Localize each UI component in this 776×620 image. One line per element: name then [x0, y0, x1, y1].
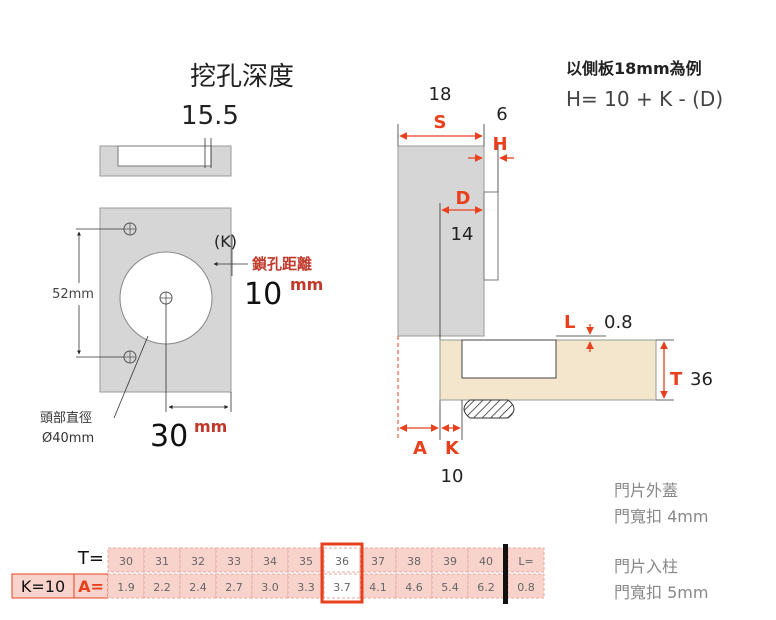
table-a-value: 2.2	[153, 581, 171, 594]
table-t-value: 32	[191, 555, 205, 568]
s-letter: S	[434, 112, 447, 133]
table-t-value: 38	[407, 555, 421, 568]
dimension-table: T= K=10 A= 30 1.9 31 2.2 32 2.4 33 2.7 34 3.0 35 3.…	[11, 542, 545, 604]
table-t-value: 34	[263, 555, 277, 568]
table-t-value: 39	[443, 555, 457, 568]
cup-side-section	[99, 138, 232, 177]
table-a-label: A=	[78, 577, 104, 596]
head-diameter-label: 頭部直徑	[40, 411, 92, 426]
table-a-value: 4.6	[405, 581, 423, 594]
h-value: 6	[496, 104, 507, 125]
table-l-label: L=	[518, 555, 533, 568]
head-diameter-value: Ø40mm	[42, 431, 94, 446]
table-a-cell	[467, 573, 505, 599]
hole-spacing-dimension	[76, 228, 124, 358]
table-t-cell	[215, 547, 253, 573]
drill-depth-value: 15.5	[181, 101, 239, 131]
table-t-value: 33	[227, 555, 241, 568]
table-separator	[503, 544, 508, 604]
table-a-value: 3.0	[261, 581, 279, 594]
cup-top-view	[99, 207, 232, 393]
mounting-plate	[483, 191, 499, 281]
table-t-cell	[359, 547, 397, 573]
table-t-value: 31	[155, 555, 169, 568]
table-t-label: T=	[77, 548, 104, 569]
table-l-value: 0.8	[517, 581, 535, 594]
table-k-label: K=10	[21, 577, 65, 596]
table-t-cell	[323, 547, 361, 573]
table-t-value: 36	[335, 555, 349, 568]
table-a-cell	[287, 573, 325, 599]
table-t-value: 40	[479, 555, 493, 568]
table-highlight-box	[320, 542, 364, 604]
keyhole-distance-value: 10	[244, 277, 282, 312]
table-a-value: 1.9	[117, 581, 135, 594]
table-t-cell	[467, 547, 505, 573]
table-a-cell	[323, 573, 361, 599]
table-a-value: 2.4	[189, 581, 207, 594]
side-panel	[397, 145, 485, 337]
table-t-cell	[251, 547, 289, 573]
inset-sub: 門寬扣 5mm	[614, 583, 708, 602]
example-note: 以側板18mm為例	[566, 59, 702, 78]
k-value: 10	[441, 466, 464, 487]
table-a-value: 6.2	[477, 581, 495, 594]
table-cells: 30 1.9 31 2.2 32 2.4 33 2.7 34 3.0 35 3.3 36 3.7 37 4.1…	[107, 542, 505, 604]
cup-width-value: 30	[150, 419, 188, 454]
s-value: 18	[429, 84, 452, 105]
table-a-cell	[179, 573, 217, 599]
table-k-box	[11, 573, 75, 599]
keyhole-distance-unit: mm	[290, 275, 323, 294]
k-label: (K)	[214, 232, 237, 251]
table-a-cell	[251, 573, 289, 599]
d-value: 14	[451, 224, 474, 245]
overlay-title: 門片外蓋	[614, 481, 678, 500]
table-a-value: 3.3	[297, 581, 315, 594]
table-a-cell	[431, 573, 469, 599]
table-t-cell	[143, 547, 181, 573]
hinge-cup-hatch	[463, 399, 515, 419]
keyhole-distance-label: 鎖孔距離	[252, 255, 312, 273]
table-a-value: 2.7	[225, 581, 243, 594]
a-letter: A	[413, 438, 427, 459]
door-cup-pocket	[461, 339, 557, 379]
overlay-sub: 門寬扣 4mm	[614, 507, 708, 526]
table-t-value: 35	[299, 555, 313, 568]
t-letter: T	[670, 369, 683, 390]
table-a-value: 3.7	[333, 581, 351, 594]
drill-depth-label: 挖孔深度	[190, 62, 294, 92]
k-letter: K	[445, 438, 460, 459]
formula: H= 10 + K - (D)	[566, 87, 723, 111]
hole-spacing-label: 52mm	[52, 287, 94, 302]
l-value: 0.8	[604, 312, 633, 333]
table-a-cell	[143, 573, 181, 599]
cup-width-unit: mm	[194, 417, 227, 436]
table-t-value: 30	[119, 555, 133, 568]
table-t-value: 37	[371, 555, 385, 568]
inset-title: 門片入柱	[614, 557, 678, 576]
table-a-value: 4.1	[369, 581, 387, 594]
d-letter: D	[456, 188, 471, 209]
t-value: 36	[690, 369, 713, 390]
l-letter: L	[564, 312, 575, 333]
table-a-value: 5.4	[441, 581, 459, 594]
h-letter: H	[492, 134, 507, 155]
